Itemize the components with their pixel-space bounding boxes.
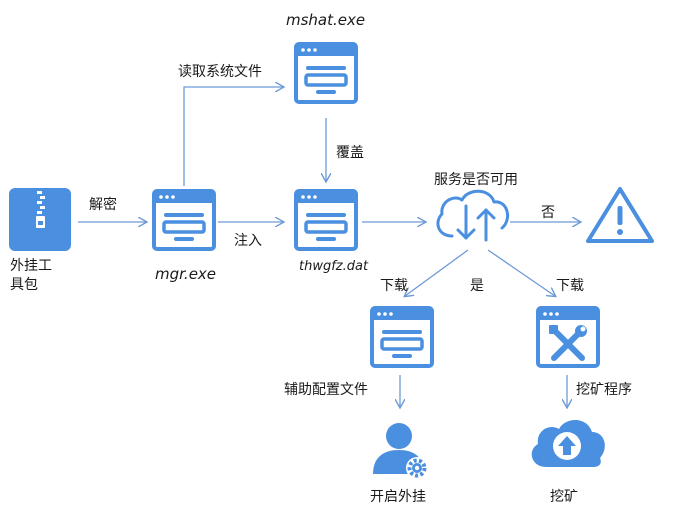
user-settings-icon [373,423,428,479]
node-label-mgr: mgr.exe [155,265,217,283]
edge-label-decrypt: 解密 [89,197,117,213]
browser-window-icon [152,189,216,251]
node-label-start-cheat: 开启外挂 [370,489,426,505]
edge-label-yes: 是 [470,278,484,294]
warning-triangle-icon [586,187,654,243]
edge-label-aux-config: 辅助配置文件 [284,382,368,398]
node-label-thwgfz: thwgfz.dat [299,259,369,274]
node-label-mining: 挖矿 [550,489,578,505]
edge-label-mining-program: 挖矿程序 [576,382,632,398]
node-label-toolkit-line1: 外挂工 [10,258,52,274]
browser-window-icon [294,42,358,104]
edge-label-overwrite: 覆盖 [336,145,364,161]
edges [78,87,580,407]
edge-download-right [487,249,555,296]
zip-file-icon [9,188,71,251]
cloud-sync-icon [436,189,510,242]
cloud-upload-icon [531,419,605,467]
edge-read-system-files [183,87,283,186]
browser-window-icon [370,306,434,368]
node-label-mshat: mshat.exe [286,11,366,29]
edge-label-read-system-files: 读取系统文件 [178,64,262,80]
edge-label-no: 否 [541,205,555,221]
browser-window-icon [294,189,358,251]
edge-label-inject: 注入 [234,233,262,249]
tools-window-icon [536,306,600,368]
node-label-toolkit-line2: 具包 [10,277,38,293]
edge-label-download-right: 下载 [556,278,584,294]
edge-download-left [405,249,469,296]
edge-label-download-left: 下载 [380,278,408,294]
node-label-service: 服务是否可用 [434,172,518,188]
